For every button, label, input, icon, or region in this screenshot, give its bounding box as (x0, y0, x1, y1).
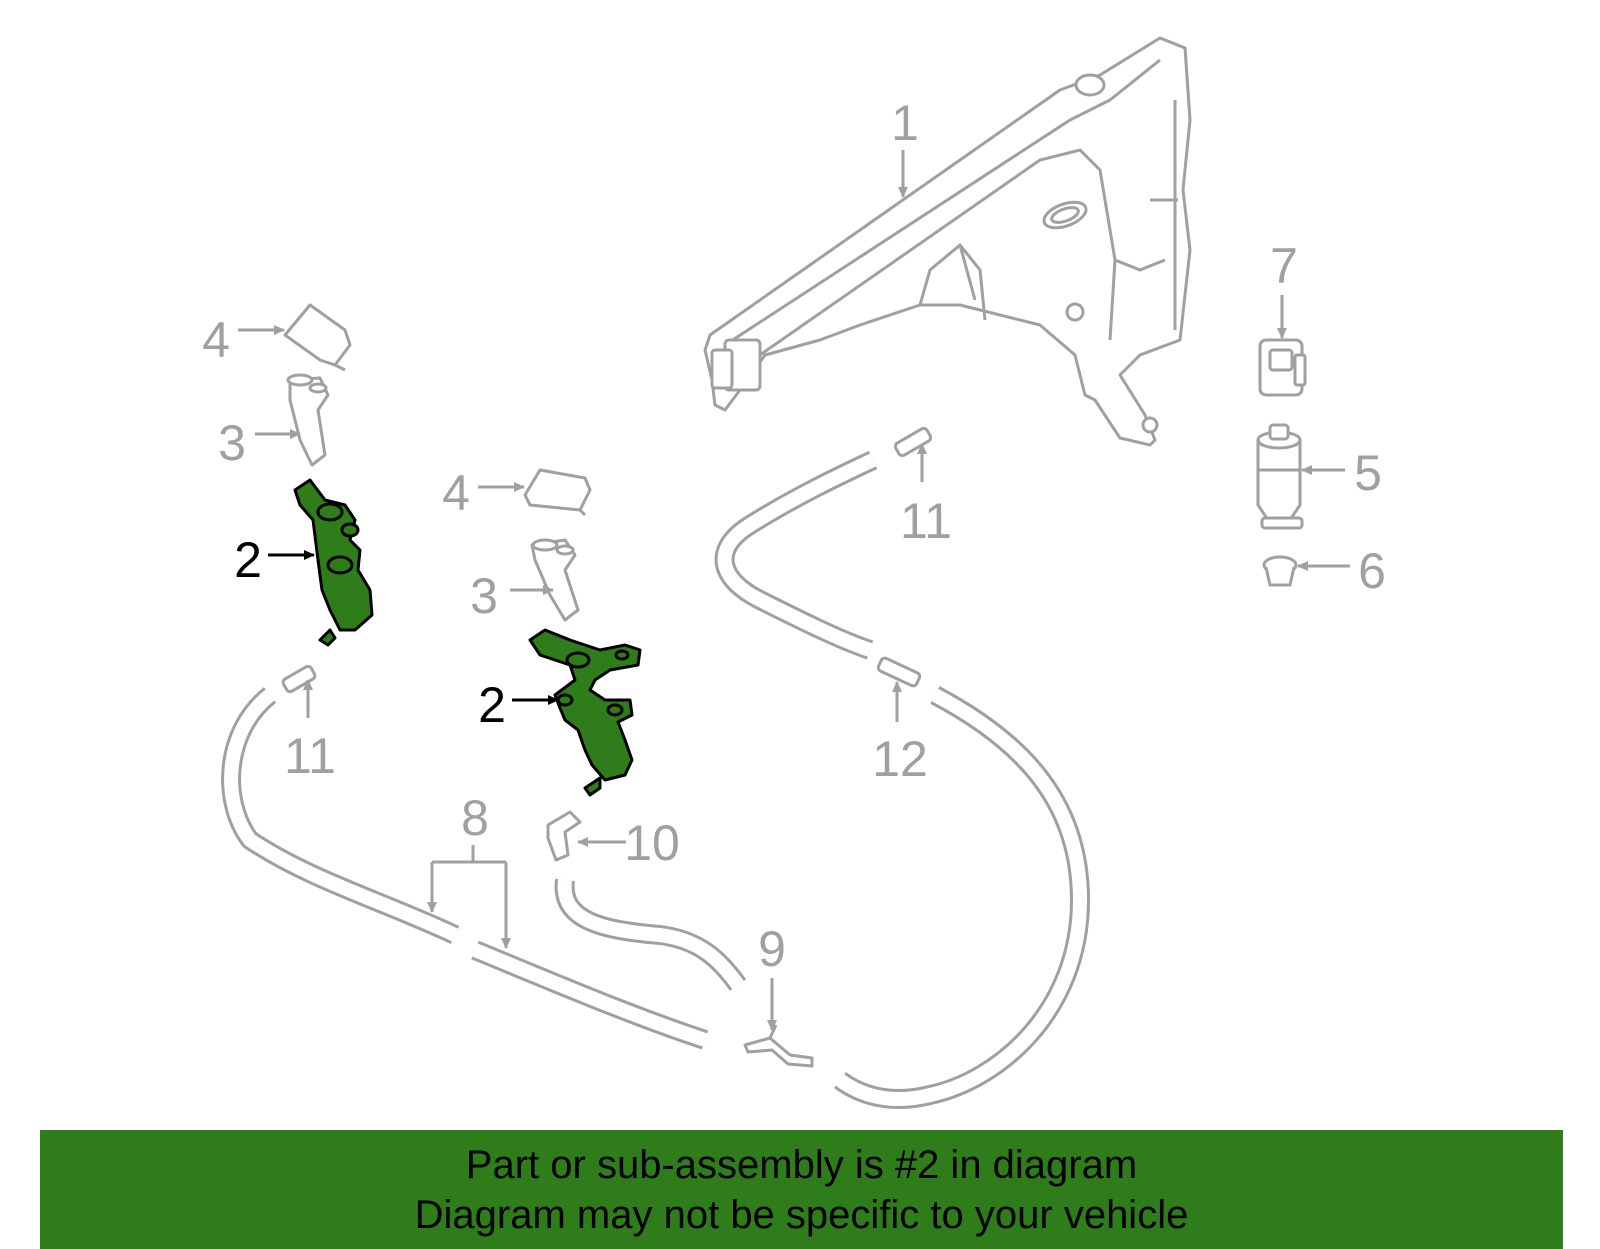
callout-7: 7 (1270, 238, 1298, 294)
hose-connector-12 (876, 656, 922, 688)
hose-connector-left (281, 664, 317, 694)
banner-line-2: Diagram may not be specific to your vehi… (414, 1193, 1189, 1237)
pump-grommet (1262, 555, 1298, 587)
washer-hoses (221, 450, 1090, 1110)
pump-seal (1258, 338, 1307, 397)
callout-12: 12 (872, 731, 928, 787)
callout-2-right: 2 (478, 677, 506, 733)
nozzle-cap-right (523, 468, 592, 517)
headlamp-washer-cylinder-left (293, 478, 374, 647)
hose-elbow (546, 810, 582, 862)
washer-nozzle-left (286, 373, 330, 467)
callout-10: 10 (624, 815, 680, 871)
leader-arrows (238, 150, 1350, 1031)
callout-3-right: 3 (470, 568, 498, 624)
callout-1: 1 (891, 95, 919, 151)
hose-connector-right (893, 426, 933, 458)
callout-8: 8 (461, 790, 489, 846)
callout-11-left: 11 (284, 728, 336, 784)
banner-line-1: Part or sub-assembly is #2 in diagram (465, 1143, 1138, 1187)
info-banner: Part or sub-assembly is #2 in diagram Di… (40, 1130, 1563, 1249)
callout-3-left: 3 (218, 415, 246, 471)
washer-reservoir (703, 36, 1192, 447)
headlamp-washer-cylinder-right (528, 628, 642, 797)
callout-6: 6 (1358, 543, 1386, 599)
callout-11-right: 11 (900, 493, 952, 549)
washer-pump (1256, 423, 1304, 530)
hose-y-connector (743, 1024, 814, 1068)
nozzle-cap-left (283, 303, 352, 372)
washer-nozzle-right (530, 538, 580, 622)
callout-5: 5 (1354, 445, 1382, 501)
callout-2-left: 2 (234, 532, 262, 588)
callout-4-right: 4 (442, 465, 470, 521)
callout-4-left: 4 (202, 312, 230, 368)
callout-9: 9 (758, 921, 786, 977)
